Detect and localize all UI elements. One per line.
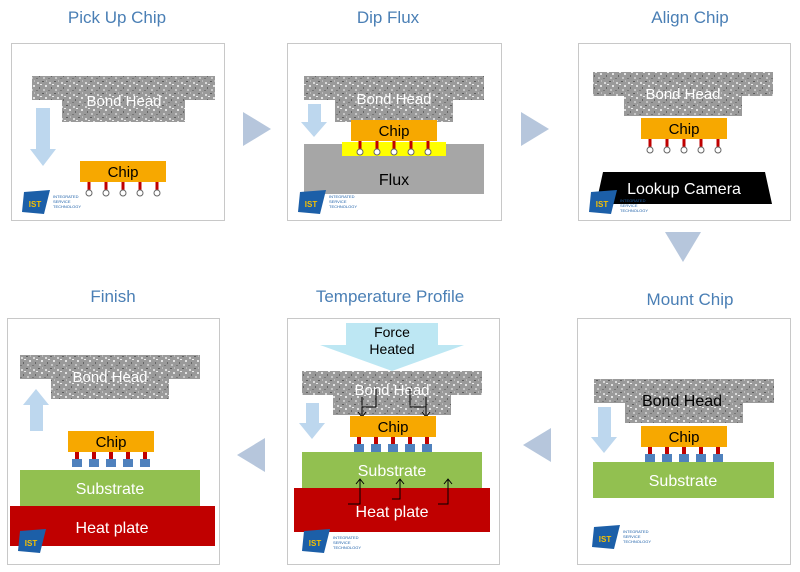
bond-head-label: Bond Head [86, 93, 161, 110]
svg-text:TECHNOLOGY: TECHNOLOGY [53, 204, 81, 209]
chip-label: Chip [96, 434, 127, 451]
motion-arrow-down [591, 407, 617, 453]
flow-arrow-2 [521, 112, 549, 146]
heat-plate [10, 506, 215, 546]
bond-head-label: Bond Head [72, 369, 147, 386]
panel-finish: Bond Head Chip Substrate Heat plate IST [7, 318, 220, 565]
motion-arrow-down [301, 104, 327, 137]
step-title-mount: Mount Chip [646, 290, 734, 309]
substrate-label: Substrate [649, 473, 718, 490]
ist-logo: IST [18, 529, 46, 553]
svg-text:IST: IST [305, 200, 318, 209]
chip-label: Chip [379, 123, 410, 140]
step-title-dip-flux: Dip Flux [356, 8, 420, 27]
ist-logo: IST INTEGRATED SERVICE TECHNOLOGY [592, 525, 651, 549]
svg-text:INTEGRATED: INTEGRATED [620, 198, 646, 203]
chip [68, 431, 154, 452]
substrate-label: Substrate [358, 463, 427, 480]
motion-arrow-up [23, 389, 49, 431]
bond-head-label: Bond Head [642, 393, 722, 410]
bond-head-label: Bond Head [354, 382, 429, 399]
svg-text:INTEGRATED: INTEGRATED [333, 535, 359, 540]
ist-logo: IST INTEGRATED SERVICE TECHNOLOGY [589, 190, 648, 214]
chip [641, 118, 727, 139]
flow-arrow-4 [523, 428, 551, 462]
svg-text:TECHNOLOGY: TECHNOLOGY [329, 204, 357, 209]
chip [350, 416, 436, 437]
step-title-align: Align Chip [651, 8, 729, 27]
panel-pick-up: Bond Head Chip IST INTEGRATED SERVICE TE… [11, 43, 225, 221]
panel-dip-flux: Bond Head Chip Flux IST INTEGRATED SERVI… [287, 43, 502, 221]
svg-text:INTEGRATED: INTEGRATED [623, 529, 649, 534]
svg-text:INTEGRATED: INTEGRATED [53, 194, 79, 199]
heat-arrows-plate [348, 478, 453, 505]
force-label: Force [374, 324, 410, 340]
svg-text:SERVICE: SERVICE [329, 199, 347, 204]
chip [641, 426, 727, 447]
solder-bumps [645, 447, 723, 462]
lookup-camera [596, 172, 772, 204]
flow-arrow-3 [665, 232, 701, 262]
chip [80, 161, 166, 182]
bond-head [20, 355, 200, 399]
solder-bumps [356, 141, 432, 156]
svg-text:SERVICE: SERVICE [620, 203, 638, 208]
flow-arrow-1 [243, 112, 271, 146]
svg-text:INTEGRATED: INTEGRATED [329, 194, 355, 199]
svg-text:SERVICE: SERVICE [53, 199, 71, 204]
force-arrow [320, 323, 464, 371]
heat-plate [294, 488, 490, 532]
svg-text:IST: IST [596, 200, 609, 209]
heat-plate-label: Heat plate [76, 520, 149, 537]
chip [351, 120, 437, 141]
substrate [302, 452, 482, 488]
panel-align: Bond Head Chip Lookup Camera IST INTEGRA… [578, 43, 791, 221]
ist-logo: IST INTEGRATED SERVICE TECHNOLOGY [22, 190, 81, 214]
bond-head-label: Bond Head [356, 91, 431, 108]
bond-head [304, 76, 484, 122]
svg-text:TECHNOLOGY: TECHNOLOGY [623, 539, 651, 544]
svg-text:IST: IST [599, 535, 612, 544]
svg-text:IST: IST [29, 200, 42, 209]
chip-label: Chip [669, 429, 700, 446]
bond-head [32, 76, 215, 122]
ist-logo: IST INTEGRATED SERVICE TECHNOLOGY [302, 529, 361, 553]
solder-bumps [646, 139, 722, 154]
camera-label: Lookup Camera [627, 181, 741, 198]
bond-head [302, 371, 482, 415]
solder-bumps [85, 182, 161, 197]
motion-arrow-down [299, 403, 325, 439]
step-title-pick-up: Pick Up Chip [67, 8, 167, 27]
svg-text:SERVICE: SERVICE [333, 540, 351, 545]
flow-arrow-5 [237, 438, 265, 472]
svg-text:TECHNOLOGY: TECHNOLOGY [620, 208, 648, 213]
svg-text:SERVICE: SERVICE [623, 534, 641, 539]
substrate-label: Substrate [76, 481, 145, 498]
flux-label: Flux [379, 172, 409, 189]
panel-temperature: Force Heated Bond Head Chip Substrate He… [287, 318, 500, 565]
svg-text:IST: IST [25, 539, 38, 548]
bond-head [594, 379, 774, 423]
svg-text:IST: IST [309, 539, 322, 548]
motion-arrow-down [30, 108, 56, 166]
substrate [593, 462, 774, 498]
bond-head [593, 72, 773, 116]
solder-bumps [72, 452, 150, 467]
chip-label: Chip [108, 164, 139, 181]
heat-plate-label: Heat plate [356, 504, 429, 521]
substrate [20, 470, 200, 506]
solder-bumps [354, 437, 432, 452]
panel-mount: Bond Head Chip Substrate IST INTEGRATED … [577, 318, 791, 565]
step-title-finish: Finish [90, 287, 136, 306]
heated-label: Heated [369, 341, 414, 357]
chip-label: Chip [669, 121, 700, 138]
ist-logo: IST INTEGRATED SERVICE TECHNOLOGY [298, 190, 357, 214]
step-title-temperature: Temperature Profile [315, 287, 465, 306]
bond-head-label: Bond Head [645, 86, 720, 103]
svg-text:TECHNOLOGY: TECHNOLOGY [333, 545, 361, 550]
chip-label: Chip [378, 419, 409, 436]
